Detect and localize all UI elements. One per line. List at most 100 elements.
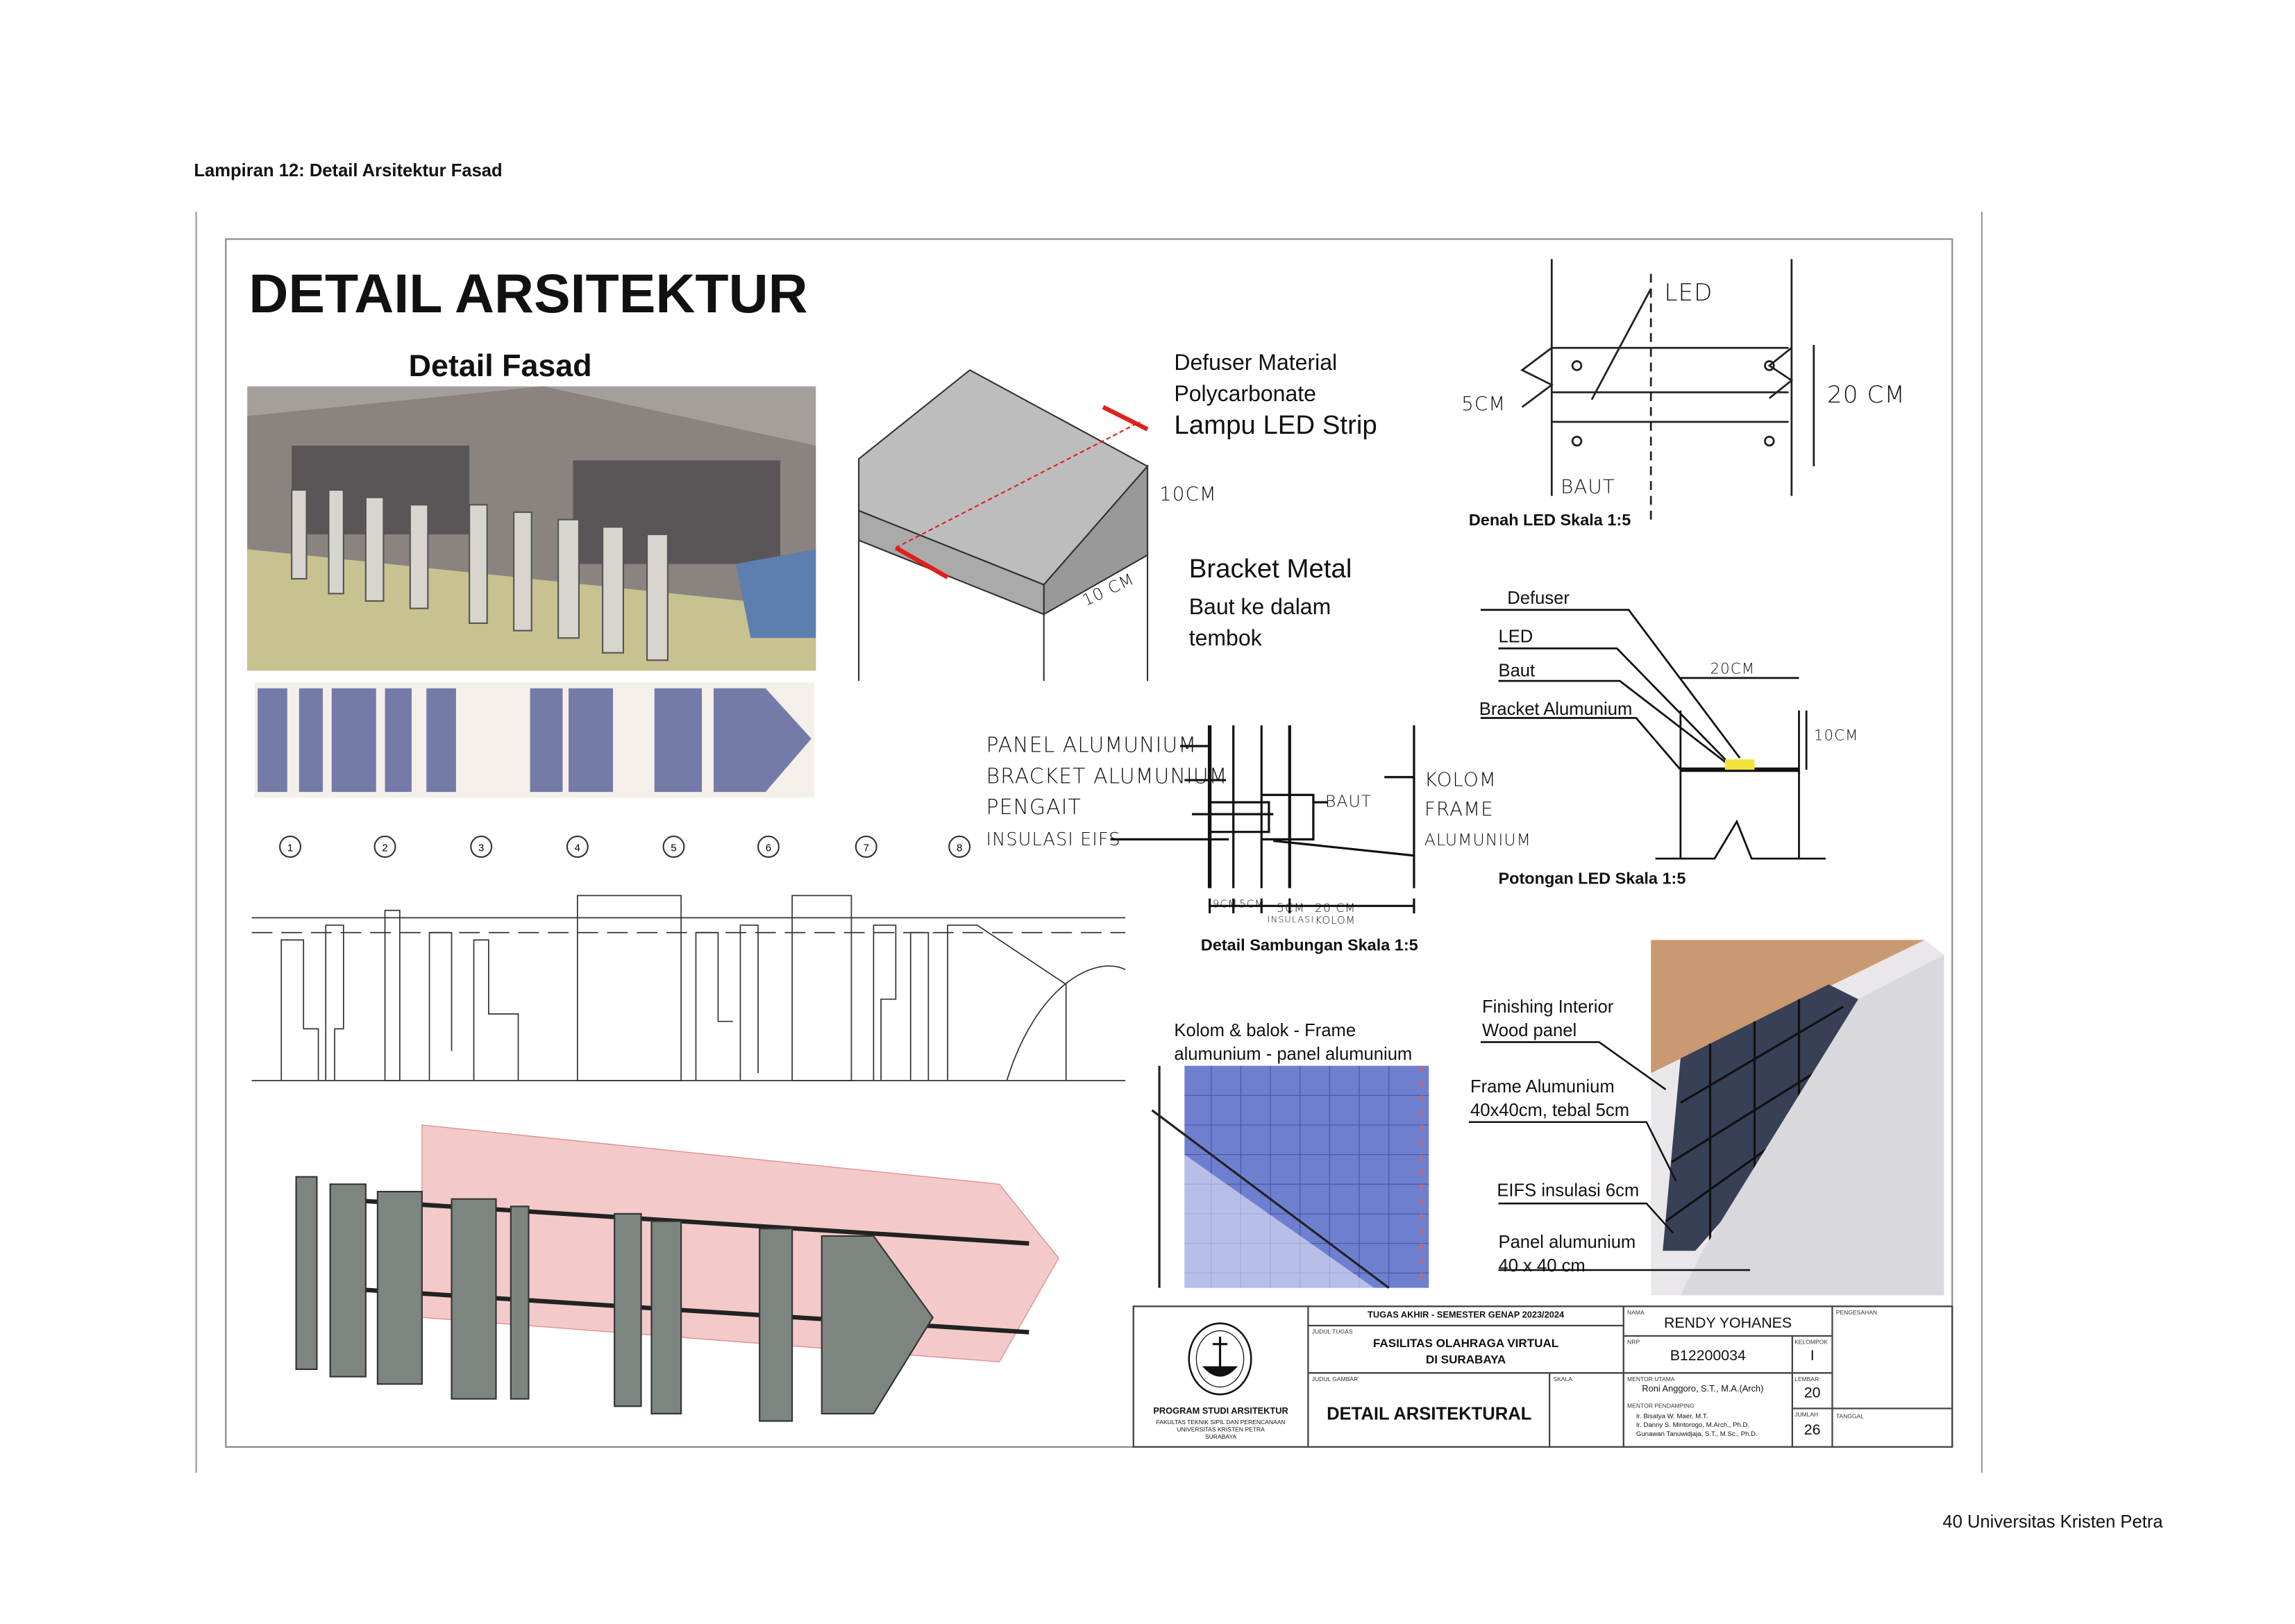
lembar-label: LEMBAR <box>1794 1375 1819 1383</box>
judul-gambar-cell: JUDUL GAMBAR DETAIL ARSITEKTURAL <box>1307 1372 1551 1448</box>
label-defuser: Defuser <box>1507 587 1570 609</box>
led-3d-drawing <box>858 369 1149 682</box>
label-panel-alumunium: PANEL ALUMUNIUM <box>986 734 1197 759</box>
facade-render-image <box>247 386 816 671</box>
led-3d-label-group: Defuser Material Polycarbonate Lampu LED… <box>1174 348 1377 441</box>
mentor-cell: MENTOR UTAMA Roni Anggoro, S.T., M.A.(Ar… <box>1622 1372 1793 1448</box>
label-panel-alu: Panel alumunium <box>1498 1231 1636 1253</box>
grid-marker-8: 8 <box>948 836 971 858</box>
label-frame: FRAME <box>1424 799 1494 822</box>
nrp-label: NRP <box>1627 1338 1640 1346</box>
tanggal-cell: TANGGAL <box>1831 1407 1953 1448</box>
kelompok-value: I <box>1810 1348 1815 1365</box>
label-alumunium: ALUMUNIUM <box>1424 830 1531 850</box>
grid-marker-1: 1 <box>279 836 302 858</box>
dim-20cm-value: 20 CM <box>1315 901 1356 915</box>
panel-leader-lines <box>1468 1041 1751 1271</box>
nrp-cell: NRP B12200034 <box>1622 1335 1793 1374</box>
grid-marker-6: 6 <box>757 836 780 858</box>
panel-section-render <box>1651 940 1944 1296</box>
pengesahan-cell: PENGESAHAN <box>1831 1305 1953 1410</box>
facade-exploded-axonometric <box>295 1124 1059 1422</box>
nrp-value: B12200034 <box>1670 1348 1746 1365</box>
pengesahan-label: PENGESAHAN <box>1835 1308 1878 1317</box>
university-petra-logo <box>1188 1322 1252 1396</box>
label-baut-section: Baut <box>1498 660 1536 682</box>
dim-note-insulasi: INSULASI <box>1267 915 1315 926</box>
mentor-utama-value: Roni Anggoro, S.T., M.A.(Arch) <box>1642 1385 1764 1395</box>
mentor-utama-label: MENTOR UTAMA <box>1627 1375 1675 1383</box>
sheet-title: DETAIL ARSITEKTUR <box>249 263 808 325</box>
dim-potongan-10cm: 10CM <box>1813 728 1859 745</box>
label-panel-size: 40 x 40 cm <box>1498 1255 1586 1276</box>
facade-elevation-drawing: 1 2 3 4 5 6 7 8 <box>251 836 1126 1081</box>
dim-20cm: 20 CM <box>1826 380 1906 409</box>
mentor-pendamping-3: Gunawan Tanuwidjaja, S.T., M.Sc., Ph.D. <box>1636 1430 1758 1438</box>
page-footer: 40 Universitas Kristen Petra <box>1942 1511 2163 1532</box>
sheet-subtitle: Detail Fasad <box>408 349 592 384</box>
svg-text:8: 8 <box>957 842 962 854</box>
sambungan-right-labels: KOLOM FRAME ALUMUNIUM <box>1424 767 1531 856</box>
potongan-led-drawing <box>1480 609 1826 860</box>
mentor-pendamping-1: Ir. Bisatya W. Maer, M.T. <box>1636 1412 1708 1420</box>
lembar-cell: LEMBAR 20 <box>1791 1372 1833 1410</box>
kelompok-cell: KELOMPOK I <box>1791 1335 1833 1374</box>
label-baut: BAUT <box>1561 476 1615 499</box>
label-bracket-metal: Bracket Metal <box>1188 553 1352 584</box>
city-name: SURABAYA <box>1204 1432 1237 1441</box>
dim-9cm: 9CM <box>1212 898 1238 911</box>
label-led: LED <box>1664 278 1713 307</box>
svg-text:5: 5 <box>671 842 676 854</box>
sheet-frame <box>225 238 1953 1448</box>
label-pengait: PENGAIT <box>986 796 1082 820</box>
label-wood-panel: Wood panel <box>1482 1020 1577 1041</box>
label-eifs-insulasi: EIFS insulasi 6cm <box>1497 1179 1640 1201</box>
grid-marker-3: 3 <box>470 836 493 858</box>
judul-tugas-label: JUDUL TUGAS <box>1311 1328 1353 1335</box>
label-frame-size: 40x40cm, tebal 5cm <box>1470 1099 1630 1121</box>
label-led-section: LED <box>1498 626 1533 648</box>
label-insulasi-eifs: INSULASI EIFS <box>986 829 1121 850</box>
grid-marker-7: 7 <box>855 836 877 858</box>
dim-potongan-20cm: 20CM <box>1710 661 1756 678</box>
judul-gambar-label: JUDUL GAMBAR <box>1311 1375 1359 1383</box>
page-heading: Lampiran 12: Detail Arsitektur Fasad <box>194 160 503 181</box>
label-kolom: KOLOM <box>1424 770 1497 793</box>
label-lampu-led-strip: Lampu LED Strip <box>1174 409 1377 440</box>
label-baut-ke-dalam: Baut ke dalam <box>1188 595 1331 620</box>
svg-text:7: 7 <box>864 842 869 854</box>
dim-5cm: 5CM <box>1461 394 1506 416</box>
judul-tugas-line1: FASILITAS OLAHRAGA VIRTUAL <box>1372 1337 1559 1351</box>
semester-cell: TUGAS AKHIR - SEMESTER GENAP 2023/2024 <box>1307 1305 1624 1327</box>
svg-text:6: 6 <box>766 842 771 854</box>
faculty-name: FAKULTAS TEKNIK SIPIL DAN PERENCANAAN <box>1156 1418 1286 1426</box>
facade-panel-strip-image <box>254 682 815 798</box>
svg-text:2: 2 <box>382 842 387 854</box>
svg-text:1: 1 <box>287 842 293 854</box>
dim-note-kolom: KOLOM <box>1315 915 1356 927</box>
nama-cell: NAMA RENDY YOHANES <box>1622 1305 1833 1337</box>
jumlah-cell: JUMLAH 26 <box>1791 1407 1833 1448</box>
title-block-program: PROGRAM STUDI ARSITEKTUR FAKULTAS TEKNIK… <box>1134 1406 1308 1440</box>
judul-gambar-value: DETAIL ARSITEKTURAL <box>1327 1403 1532 1424</box>
label-baut-sambungan: BAUT <box>1325 792 1372 811</box>
svg-text:4: 4 <box>575 842 580 854</box>
skala-cell: SKALA <box>1549 1372 1624 1448</box>
svg-text:3: 3 <box>478 842 484 854</box>
mentor-pendamping-label: MENTOR PENDAMPING <box>1627 1401 1695 1410</box>
program-name: PROGRAM STUDI ARSITEKTUR <box>1153 1407 1288 1417</box>
label-baut-group: Baut ke dalam tembok <box>1189 592 1331 654</box>
panel-left-label: Kolom & balok - Frame alumunium - panel … <box>1174 1018 1412 1065</box>
label-tembok: tembok <box>1188 626 1262 652</box>
nama-label: NAMA <box>1627 1308 1645 1317</box>
label-kolom-balok: Kolom & balok - Frame <box>1174 1020 1356 1041</box>
dim-5cm-b-value: 5CM <box>1277 901 1305 915</box>
skala-label: SKALA <box>1553 1375 1572 1383</box>
tanggal-label: TANGGAL <box>1835 1412 1864 1420</box>
dim-5cm-a: 5CM <box>1239 898 1265 911</box>
